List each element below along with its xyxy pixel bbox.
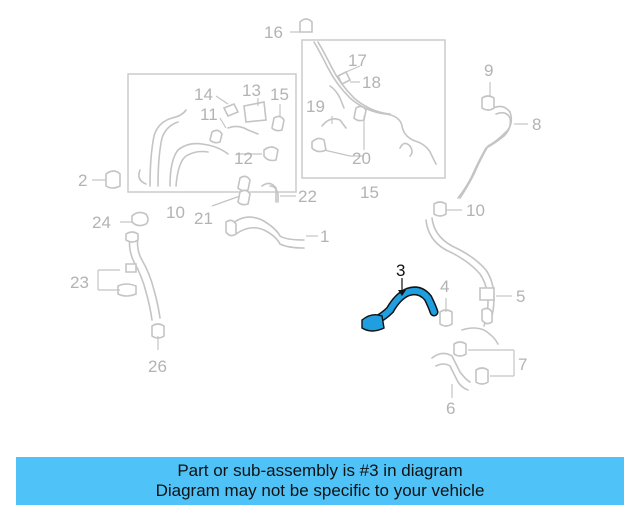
- callout-15-right: 15: [270, 85, 289, 104]
- part-24-25-26-pipe: [97, 211, 165, 350]
- part-8-hose: [457, 82, 528, 199]
- callout-25: 24: [92, 213, 111, 232]
- callout-12: 11: [200, 105, 218, 124]
- callout-22-label: 22: [298, 187, 317, 206]
- callout-15-left: 14: [194, 85, 213, 104]
- callout-6: 6: [446, 399, 455, 418]
- callout-18: 17: [348, 51, 367, 70]
- part-16-hose-assembly: [311, 41, 437, 165]
- part-17-clip: [290, 18, 313, 33]
- part-1-hose: [225, 216, 318, 249]
- callout-13: 12: [234, 149, 253, 168]
- callout-21: 20: [352, 149, 371, 168]
- part-5-pipe: [425, 201, 512, 345]
- callout-8: 8: [532, 115, 541, 134]
- banner-line-1: Part or sub-assembly is #3 in diagram: [177, 461, 463, 480]
- callout-10-label: 10: [466, 201, 485, 220]
- callout-24: 23: [70, 273, 89, 292]
- part-6-hose: [431, 341, 515, 398]
- callout-7: 7: [518, 355, 527, 374]
- callout-1: 1: [320, 227, 329, 246]
- parts-diagram: 16 17 18 19 20 15 14 13 15 11 12 10 21 2…: [70, 18, 541, 418]
- callout-17: 16: [264, 23, 283, 42]
- info-banner: Part or sub-assembly is #3 in diagram Di…: [16, 457, 624, 505]
- part-2-clamp: [92, 170, 121, 189]
- group-box-11: [127, 73, 297, 193]
- part-3-hose-highlighted: [361, 278, 439, 332]
- callout-3: 3: [396, 261, 405, 280]
- callout-2: 2: [78, 171, 87, 190]
- part-22-23-hose: [211, 175, 296, 207]
- callout-4: 4: [440, 277, 449, 296]
- callout-11: 10: [166, 203, 185, 222]
- callout-5: 5: [516, 287, 525, 306]
- callout-19: 18: [362, 73, 381, 92]
- callout-16: 15: [360, 183, 379, 202]
- group-box-16: [301, 39, 446, 179]
- callout-23: 21: [194, 209, 213, 228]
- part-4-clamp: [439, 298, 453, 327]
- callout-20: 19: [306, 97, 325, 116]
- callout-26: 26: [148, 357, 167, 376]
- callout-9: 9: [484, 61, 493, 80]
- banner-line-2: Diagram may not be specific to your vehi…: [155, 481, 485, 500]
- part-11-hose-assembly: [138, 95, 285, 187]
- callout-14: 13: [242, 81, 261, 100]
